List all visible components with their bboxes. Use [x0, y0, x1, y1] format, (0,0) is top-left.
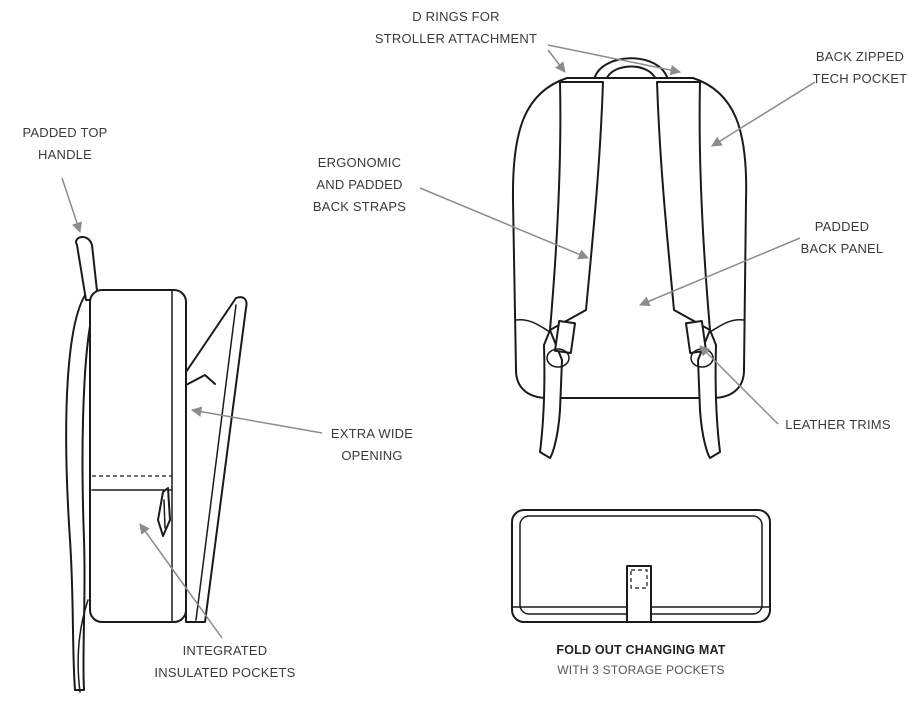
label-pockets-line1: INTEGRATED — [182, 643, 268, 658]
label-integrated-pockets: INTEGRATED INSULATED POCKETS — [140, 640, 310, 684]
label-panel-line2: BACK PANEL — [800, 241, 884, 256]
mat-caption-title: FOLD OUT CHANGING MAT — [556, 643, 726, 657]
back-view-backpack — [511, 57, 748, 459]
label-leather-trims: LEATHER TRIMS — [768, 414, 908, 436]
label-d-rings-line2: STROLLER ATTACHMENT — [374, 31, 538, 46]
label-back-zipped-pocket: BACK ZIPPED TECH POCKET — [790, 46, 917, 90]
label-panel-line1: PADDED — [814, 219, 870, 234]
label-trims-line1: LEATHER TRIMS — [785, 417, 891, 432]
side-view-backpack — [65, 236, 248, 693]
label-padded-top-handle: PADDED TOP HANDLE — [10, 122, 120, 166]
label-handle-line1: PADDED TOP — [22, 125, 108, 140]
label-back-zipped-line2: TECH POCKET — [812, 71, 908, 86]
label-d-rings-line1: D RINGS FOR — [412, 9, 500, 24]
label-padded-back-panel: PADDED BACK PANEL — [782, 216, 902, 260]
changing-mat — [511, 509, 771, 623]
leader-lines — [61, 44, 816, 639]
label-ergonomic-straps: ERGONOMIC AND PADDED BACK STRAPS — [292, 152, 427, 218]
label-opening-line2: OPENING — [341, 448, 403, 463]
label-extra-wide-opening: EXTRA WIDE OPENING — [312, 423, 432, 467]
label-opening-line1: EXTRA WIDE — [330, 426, 414, 441]
label-straps-line1: ERGONOMIC — [317, 155, 402, 170]
label-straps-line3: BACK STRAPS — [312, 199, 407, 214]
label-back-zipped-line1: BACK ZIPPED — [815, 49, 905, 64]
label-pockets-line2: INSULATED POCKETS — [154, 665, 296, 680]
mat-caption-subtitle: WITH 3 STORAGE POCKETS — [557, 663, 725, 677]
mat-caption: FOLD OUT CHANGING MAT WITH 3 STORAGE POC… — [516, 640, 766, 680]
label-handle-line2: HANDLE — [38, 147, 92, 162]
label-d-rings: D RINGS FOR STROLLER ATTACHMENT — [356, 6, 556, 50]
label-straps-line2: AND PADDED — [316, 177, 403, 192]
